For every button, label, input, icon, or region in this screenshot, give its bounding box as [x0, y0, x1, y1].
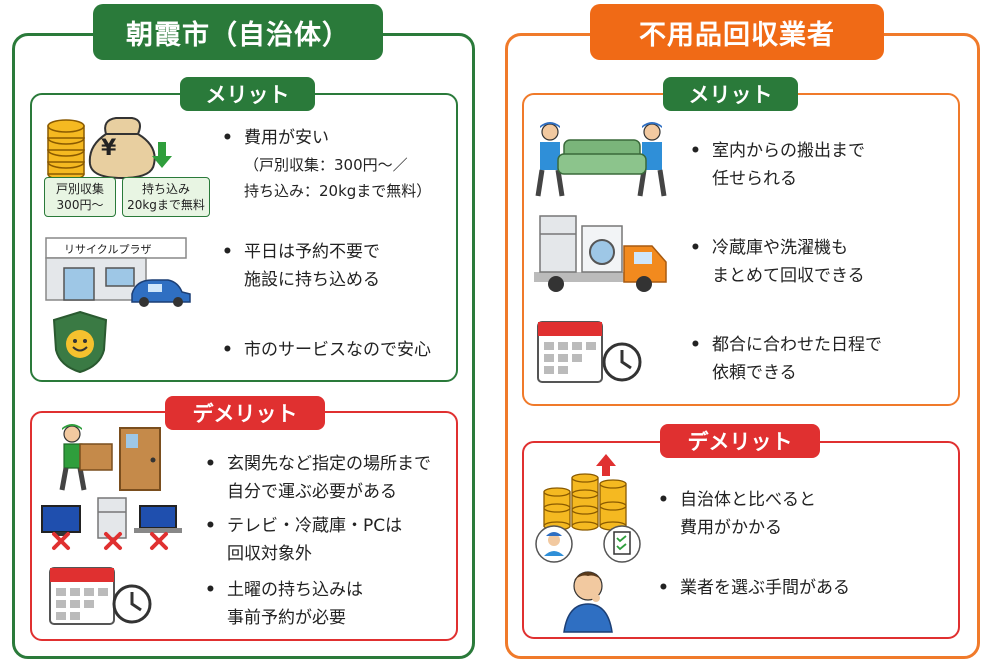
contractor-demerit-tag: デメリット — [660, 424, 820, 458]
city-merit-safe: •市のサービスなので安心 — [222, 340, 431, 360]
contractor-demerit-choosing: •業者を選ぶ手間がある — [658, 578, 850, 598]
city-merit-weekday: •平日は予約不要で 施設に持ち込める — [222, 242, 380, 290]
household-pickup-label: 戸別収集 300円〜 — [44, 177, 116, 217]
city-demerit-tag: デメリット — [165, 396, 325, 430]
rising-cost-coins-icon — [543, 454, 627, 531]
city-merit-cost-note: （戸別収集：300円〜／ 持ち込み：20kgまで無料） — [244, 156, 432, 200]
thinking-person-choosing-icon — [535, 525, 641, 633]
city-demerit-saturday: •土曜の持ち込みは 事前予約が必要 — [205, 580, 363, 628]
city-merit-tag: メリット — [180, 77, 315, 111]
contractor-panel-title: 不用品回収業者 — [590, 4, 884, 60]
calendar-clock-icon — [49, 567, 152, 625]
contractor-merit-schedule: •都合に合わせた日程で 依頼できる — [690, 335, 882, 383]
tv-fridge-pc-excluded-icon — [41, 497, 182, 550]
person-carrying-box-icon — [59, 424, 161, 491]
city-merit-cost: •費用が安い — [222, 128, 329, 148]
yen-symbol: ¥ — [101, 136, 117, 161]
recycle-plaza-building-icon — [45, 237, 191, 307]
movers-sofa-icon — [535, 122, 667, 197]
city-demerit-excluded: •テレビ・冷蔵庫・PCは 回収対象外 — [205, 516, 403, 564]
contractor-merit-carryout: •室内からの搬出まで 任せられる — [690, 141, 865, 189]
city-panel-title: 朝霞市（自治体） — [93, 4, 383, 60]
coins-money-bag-icon — [47, 117, 172, 181]
truck-appliances-icon — [534, 215, 667, 292]
contractor-merit-tag: メリット — [663, 77, 798, 111]
city-demerit-carry: •玄関先など指定の場所まで 自分で運ぶ必要がある — [205, 454, 431, 502]
bring-in-label: 持ち込み 20kgまで無料 — [122, 177, 210, 217]
contractor-merit-appliances: •冷蔵庫や洗濯機も まとめて回収できる — [690, 238, 865, 286]
contractor-demerit-cost: •自治体と比べると 費用がかかる — [658, 490, 816, 538]
recycle-plaza-sign: リサイクルプラザ — [64, 243, 152, 256]
shield-smile-icon — [52, 310, 108, 374]
calendar-clock-schedule-icon — [537, 321, 642, 383]
